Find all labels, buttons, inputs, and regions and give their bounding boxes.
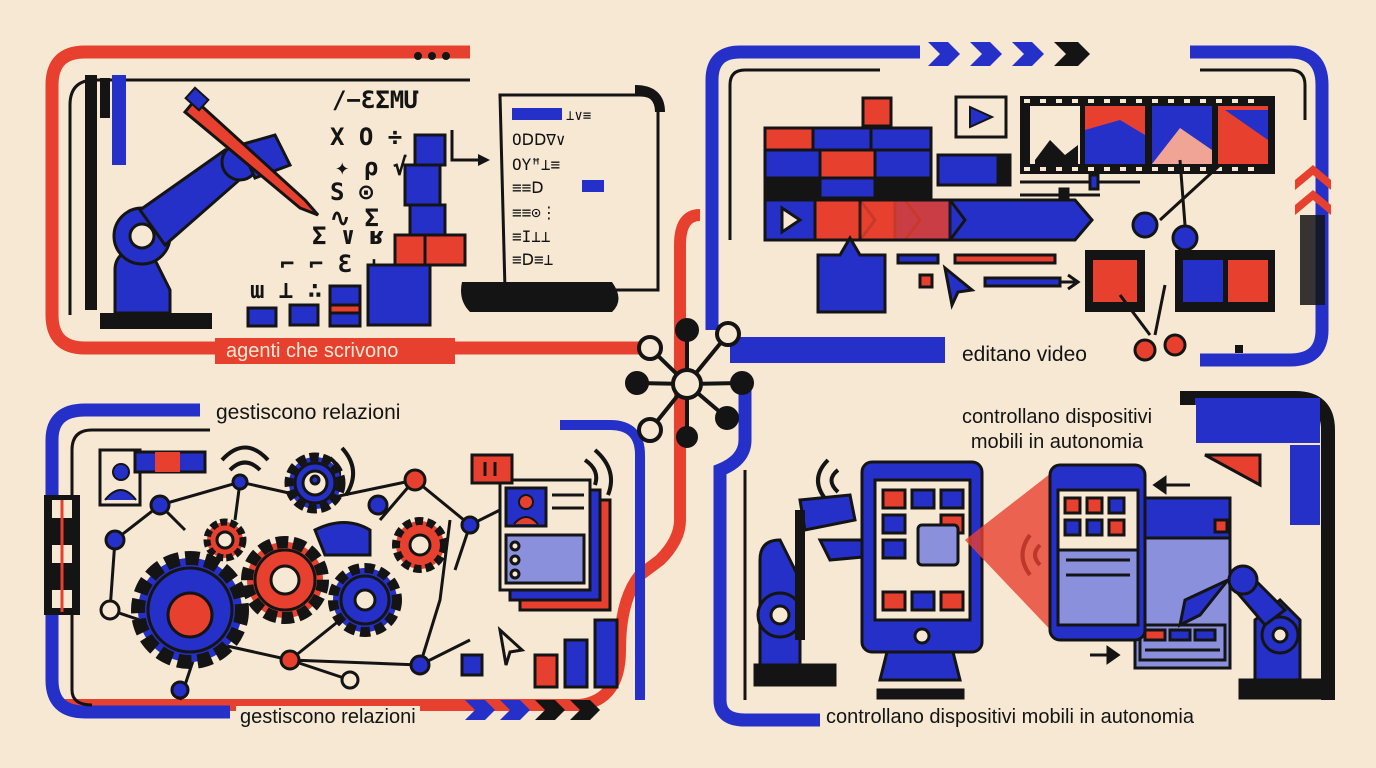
writing-label: agenti che scrivono xyxy=(226,340,399,362)
writing-frame-red xyxy=(45,45,640,355)
timeline-track xyxy=(763,198,1094,242)
arrow-to-doc xyxy=(450,130,480,162)
svg-text:OYꟸ⊥≡: OYꟸ⊥≡ xyxy=(512,155,560,174)
tablet-icon xyxy=(1133,496,1232,670)
document-scroll-icon: ⊥∨≡ Oᗞᗞ∇∨ OYꟸ⊥≡ ≡≡ᗞ ≡≡⊙⋮ ≡I⊥⊥ ≡ᗞ≡⊥ xyxy=(461,85,665,312)
edit-lines xyxy=(896,253,1081,291)
robot-arm-icon-right xyxy=(1177,564,1330,700)
relations-frame-right xyxy=(560,420,645,700)
document-cards xyxy=(498,478,612,612)
projection-beam xyxy=(965,470,1060,640)
scissors-icon xyxy=(1131,159,1222,252)
gear-icon xyxy=(131,452,448,669)
mobile-frame-blue xyxy=(713,390,820,727)
scissors-icon-2 xyxy=(1118,284,1187,362)
chevron-strip-top xyxy=(925,40,1095,66)
slider-controls xyxy=(1020,173,1140,203)
svg-text:⊥∨≡: ⊥∨≡ xyxy=(566,108,591,124)
svg-text:∿ Σ: ∿ Σ xyxy=(330,204,379,232)
svg-text:Σ ∨ ʁ: Σ ∨ ʁ xyxy=(312,222,384,250)
robot-arm-icon xyxy=(100,133,293,329)
relations-bottom-label: gestiscono relazioni xyxy=(236,706,420,728)
svg-text:Oᗞᗞ∇∨: Oᗞᗞ∇∨ xyxy=(512,130,566,149)
chat-bubble-icon xyxy=(470,453,514,485)
svg-text:X O ÷: X O ÷ xyxy=(330,123,402,151)
svg-text:✦ ρ √: ✦ ρ √ xyxy=(335,153,407,181)
deco-top-right xyxy=(1195,398,1320,525)
user-profile-icon xyxy=(98,448,207,507)
video-frame-inner-right xyxy=(1200,68,1307,120)
writing-label-bg xyxy=(215,338,455,364)
svg-text:≡ᗞ≡⊥: ≡ᗞ≡⊥ xyxy=(512,250,553,269)
svg-text:≡≡ᗞ: ≡≡ᗞ xyxy=(512,178,544,197)
bar-blocks xyxy=(246,133,467,328)
svg-text:/−ƐΣMՄ: /−ƐΣMՄ xyxy=(332,86,419,114)
symbol-glyphs-icon: /−ƐΣMՄ X O ÷ ✦ ρ √ S ⊙ ∿ Σ Σ ∨ ʁ ⌐ ⌐ Ɛ ↓… xyxy=(250,86,419,304)
mobile-top-label: controllano dispositivi mobili in autono… xyxy=(918,405,1196,455)
network-graph-icon xyxy=(99,468,526,701)
film-strip-icon xyxy=(1020,96,1275,174)
smartphone-icon xyxy=(860,460,984,700)
timeline-blocks xyxy=(763,96,1012,200)
video-frame-blue xyxy=(705,45,920,330)
svg-text:⌐ ⌐ Ɛ ↓: ⌐ ⌐ Ɛ ↓ xyxy=(280,250,381,278)
deco-blocks-left xyxy=(85,75,126,310)
video-frame-inner xyxy=(728,68,880,240)
hub-network-icon xyxy=(625,318,754,448)
chevrons-right-edge xyxy=(1295,165,1331,215)
bar-chart-icon xyxy=(533,618,619,689)
deco-square-right xyxy=(1235,215,1325,353)
phone-screen-icon xyxy=(1048,463,1147,642)
svg-text:≡≡⊙⋮: ≡≡⊙⋮ xyxy=(512,203,557,222)
arrows-mobile xyxy=(1090,475,1190,665)
svg-text:S ⊙: S ⊙ xyxy=(330,178,374,206)
speech-block xyxy=(816,235,887,314)
chevron-strip-bottom xyxy=(465,700,600,720)
mobile-bottom-label: controllano dispositivi mobili in autono… xyxy=(822,706,1198,728)
relations-top-label: gestiscono relazioni xyxy=(212,402,405,424)
pen-icon xyxy=(182,86,320,217)
relations-frame-inner xyxy=(70,428,210,707)
deco-left-connector xyxy=(44,495,80,615)
film-strip-cut xyxy=(1085,250,1275,312)
svg-text:ɯ ⊥ ∴: ɯ ⊥ ∴ xyxy=(250,276,322,304)
video-label: editano video xyxy=(958,344,1091,366)
window-dots xyxy=(414,52,450,60)
cursor-icon xyxy=(942,264,976,310)
play-icon xyxy=(954,95,1008,139)
svg-text:≡I⊥⊥: ≡I⊥⊥ xyxy=(512,227,551,246)
